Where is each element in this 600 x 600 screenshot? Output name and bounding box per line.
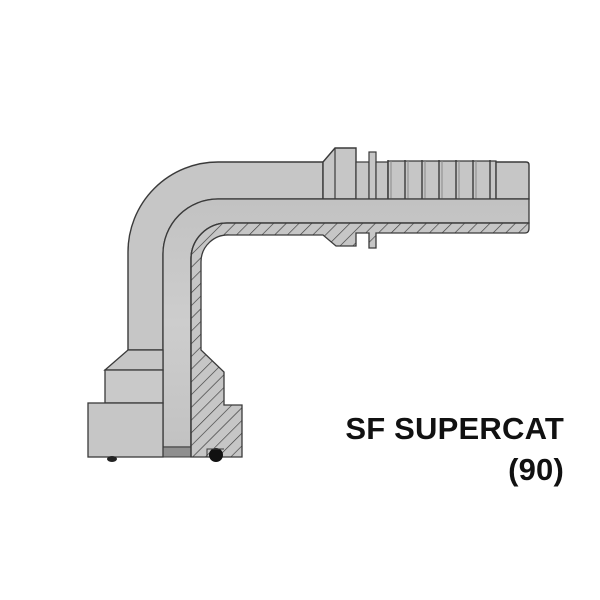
elbow-body: [127, 161, 324, 351]
product-angle: (90): [508, 452, 564, 487]
flange-exterior: [87, 349, 164, 462]
section-wall: [190, 222, 530, 458]
product-name: SF SUPERCAT: [345, 411, 564, 446]
o-ring: [209, 448, 223, 462]
hose-tail-exterior: [322, 147, 530, 200]
